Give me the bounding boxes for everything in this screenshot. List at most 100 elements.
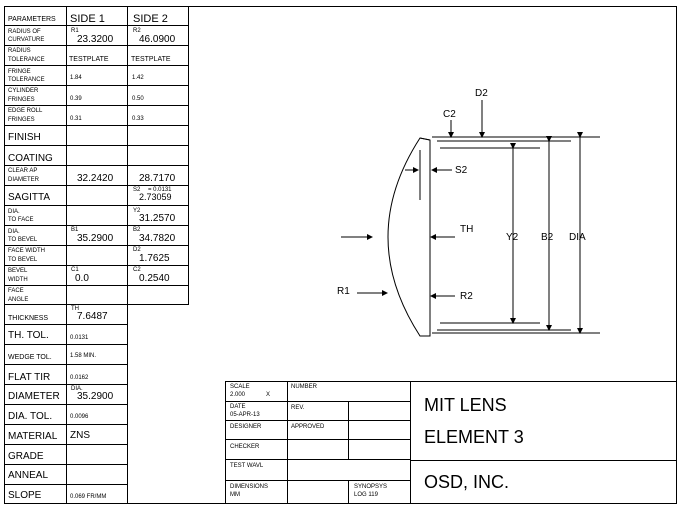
thickness-value: 7.6487 [77, 311, 108, 322]
rtol-label-line1: RADIUS [8, 48, 31, 54]
label-r1: R1 [337, 286, 350, 297]
diatol-label: DIA. TOL. [8, 411, 53, 422]
faceangle-side2-cell [127, 285, 189, 305]
ftol-side2: 1.42 [132, 75, 144, 81]
thickness-label: THICKNESS [8, 315, 49, 322]
s2-note: = 0.0131 [148, 187, 172, 193]
ftol-label-line1: FRINGE [8, 69, 31, 75]
bevelwidth-label-line2: WIDTH [8, 277, 28, 283]
ftol-side1: 1.84 [70, 75, 82, 81]
s2-value: 2.73059 [139, 192, 172, 202]
r1-tag: R1 [71, 28, 79, 34]
diameter-label: DIAMETER [8, 391, 60, 402]
roc-label-line2: CURVATURE [8, 37, 45, 43]
cyl-label-line2: FRINGES [8, 97, 35, 103]
slope-value-cell: 0.069 FR/MM [66, 484, 128, 504]
edgeroll-side1: 0.31 [70, 116, 82, 122]
edgeroll-side2: 0.33 [132, 116, 144, 122]
label-th: TH [460, 224, 473, 235]
bevelwidth-label-line1: BEVEL [8, 268, 28, 274]
slope-value: 0.069 FR/MM [70, 494, 107, 500]
cyl-label-line1: CYLINDER [8, 88, 39, 94]
wedge-value: 1.58 MIN. [70, 353, 97, 359]
diabevel-label-line2: TO BEVEL [8, 237, 38, 243]
ftol-label-line2: TOLERANCE [8, 77, 45, 83]
y2-value: 31.2570 [139, 213, 176, 224]
faceangle-label-line2: ANGLE [8, 297, 29, 303]
faceangle-label-line1: FACE [8, 288, 24, 294]
th-tag: TH [71, 306, 79, 312]
s2-tag: S2 [133, 187, 141, 193]
edgeroll-label-line1: EDGE ROLL [8, 108, 43, 114]
diameter-value: 35.2900 [77, 391, 114, 402]
thtol-label: TH. TOL. [8, 330, 49, 341]
checker-label: CHECKER [230, 444, 260, 450]
finish-label: FINISH [8, 132, 41, 143]
clearap-side1: 32.2420 [77, 173, 114, 184]
c2-value: 0.2540 [139, 273, 170, 284]
rtol-side2: TESTPLATE [131, 56, 171, 63]
b1-tag: B1 [71, 227, 79, 233]
scale-label: SCALE [230, 384, 250, 390]
wedge-label: WEDGE TOL. [8, 354, 52, 361]
r2-value: 46.0900 [139, 34, 176, 45]
cyl-side1: 0.39 [70, 96, 82, 102]
date-label: DATE [230, 404, 246, 410]
company-name: OSD, INC. [424, 472, 510, 492]
rev-label: REV. [291, 405, 305, 411]
designer-label: DESIGNER [230, 424, 262, 430]
cyl-side2: 0.50 [132, 96, 144, 102]
header-side1: SIDE 1 [70, 13, 105, 25]
rtol-label-line2: TOLERANCE [8, 57, 45, 63]
c1-value: 0.0 [75, 273, 89, 284]
synopsys-label: SYNOPSYS [354, 484, 388, 490]
b1-value: 35.2900 [77, 233, 114, 244]
header-side2: SIDE 2 [133, 13, 168, 25]
label-dia: DIA [569, 232, 586, 243]
number-label: NUMBER [291, 384, 318, 390]
flat-value: 0.0162 [70, 375, 89, 381]
label-d2: D2 [475, 88, 488, 99]
b2-value: 34.7820 [139, 233, 176, 244]
clearap-label-line1: CLEAR AP [8, 168, 38, 174]
facewidth-label-line1: FACE WIDTH [8, 248, 45, 254]
approved-label: APPROVED [291, 424, 325, 430]
r2-tag: R2 [133, 28, 141, 34]
anneal-label: ANNEAL [8, 470, 49, 481]
label-s2: S2 [455, 165, 468, 176]
diaface-label-line2: TO FACE [8, 217, 34, 223]
slope-label: SLOPE [8, 490, 42, 501]
label-y2: Y2 [506, 232, 519, 243]
facewidth-label-line2: TO BEVEL [8, 257, 38, 263]
flat-label: FLAT TIR [8, 372, 51, 383]
edgeroll-label-line2: FRINGES [8, 117, 35, 123]
label-b2: B2 [541, 232, 554, 243]
c1-tag: C1 [71, 267, 79, 273]
label-r2: R2 [460, 291, 473, 302]
d2-tag: D2 [133, 247, 141, 253]
company-cell: OSD, INC. [410, 460, 677, 504]
material-label: MATERIAL [8, 431, 58, 442]
dimensions-label: DIMENSIONS [230, 484, 269, 490]
roc-label-line1: RADIUS OF [8, 29, 41, 35]
grade-label: GRADE [8, 451, 44, 462]
title-line1: MIT LENS [424, 395, 507, 415]
clearap-side2: 28.7170 [139, 173, 176, 184]
clearap-label-line2: DIAMETER [8, 177, 40, 183]
diabevel-label-line1: DIA. [8, 229, 20, 235]
testwavl-label: TEST WAVL [230, 463, 264, 469]
diatol-value: 0.0096 [70, 414, 89, 420]
r1-value: 23.3200 [77, 34, 114, 45]
synopsys-value: LOG 119 [354, 492, 378, 498]
diaface-label-line1: DIA. [8, 209, 20, 215]
dia-tag: DIA. [71, 386, 83, 392]
scale-x: X [266, 392, 271, 398]
date-value: 05-APR-13 [230, 412, 260, 418]
rtol-side1: TESTPLATE [69, 56, 109, 63]
coating-label: COATING [8, 153, 53, 164]
label-c2: C2 [443, 109, 456, 120]
material-value: ZNS [70, 430, 90, 441]
header-parameters: PARAMETERS [8, 16, 56, 23]
title-line2: ELEMENT 3 [424, 427, 524, 447]
